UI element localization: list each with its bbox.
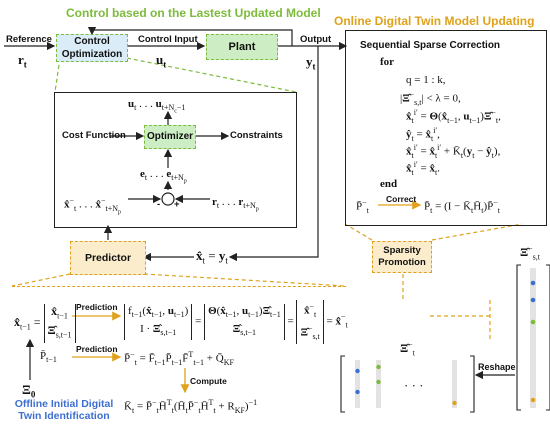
math-control-input: ut [156,52,167,70]
math-reference: rt [18,52,27,70]
math-p-minus: P̄−t = F̄t−1P̄t−1F̄Tt−1 + Q̄KF [124,350,234,367]
math-k-gain: K̄t = P̄−tH̄Tt(H̄tP̄−tH̄Tt + RKF)−1 [124,398,258,415]
math-p-correct-left: P̄−t [356,198,369,215]
matrix-ellipsis: · · · [404,378,424,393]
label-reference: Reference [6,34,52,45]
math-x-equals-y: x̂t = yt [196,248,228,266]
label-compute: Compute [190,376,227,386]
sparsity-promotion-label: Sparsity Promotion [378,245,426,268]
algo-condition: |Ξ̂−s,t| < λ = 0, [400,90,461,107]
control-optimization-label: Control Optimization [61,36,123,60]
math-xi0: Ξ0 [22,382,36,400]
label-prediction-2: Prediction [76,344,118,354]
algo-end: end [380,178,398,190]
label-constraints: Constraints [230,130,283,141]
title-control: Control based on the Lastest Updated Mod… [66,6,321,20]
algo-loop: q = 1 : k, [406,74,446,86]
label-correct: Correct [386,194,417,204]
algo-step1: x̂ti′ = Θ(x̂t−1, ut−1)Ξ̂−t, [406,108,501,125]
title-offline: Offline Initial Digital Twin Identificat… [14,398,114,422]
label-output: Output [300,34,332,45]
control-optimization-block[interactable]: Control Optimization [56,34,128,62]
math-output: yt [306,54,316,72]
math-x-sequence: x̂−t . . . x̂−t+Np [64,196,122,216]
label-prediction-1: Prediction [76,302,118,312]
label-sequential-sparse-correction: Sequential Sparse Correction [360,40,501,51]
algo-step2: ŷt = x̂ti′, [406,126,440,143]
math-u-sequence: ut . . . ut+Nc−1 [128,98,186,115]
optimizer-block[interactable]: Optimizer [144,125,196,149]
sparsity-promotion-block[interactable]: Sparsity Promotion [372,241,432,273]
label-cost-function: Cost Function [62,130,126,141]
predictor-block[interactable]: Predictor [70,241,146,275]
math-xi-st-minus: Ξ̂−s,t [520,244,540,262]
sum-minus-sign: - [157,199,161,210]
math-p-correct-right: P̄t = (I − K̄tH̄t)P̄−t [424,198,500,215]
sum-plus-sign: + [174,199,180,210]
label-control-input: Control Input [138,34,198,45]
mpc-detail-frame [54,92,297,228]
math-e-sequence: et . . . et+Np [140,168,187,185]
label-reshape: Reshape [478,362,516,372]
algo-step4: x̂ti′ = x̂t. [406,160,440,177]
algo-step3: x̂ti′ = x̂ti′ + K̄t(yt − ŷt), [406,143,501,160]
online-update-frame [345,30,547,226]
title-online: Online Digital Twin Model Updating [334,14,535,28]
equations-frame [12,286,346,383]
plant-label: Plant [228,41,256,53]
math-r-sequence: rt . . . rt+Np [212,196,259,213]
math-p-prev: P̄t−1 [40,350,57,365]
predictor-label: Predictor [84,252,132,264]
plant-block[interactable]: Plant [206,34,278,60]
optimizer-label: Optimizer [146,131,194,142]
math-prediction-f: ft−1(x̂t−1, ut−1)I · Ξ̂s,t−1 = Θ(x̂t−1, … [124,300,348,344]
math-xi-t-minus: Ξ̂−t [400,340,415,358]
algo-for: for [380,56,395,68]
